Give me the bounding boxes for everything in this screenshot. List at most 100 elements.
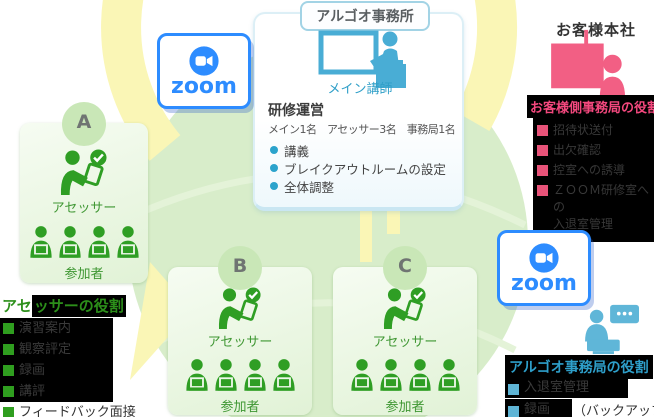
participants-row <box>185 358 296 392</box>
task-item: ブレイクアウトルームの設定 <box>270 159 446 177</box>
highlighted-segment: 入退室管理 <box>505 377 628 398</box>
square-bullet-icon <box>3 386 14 397</box>
main-lecturer-figure: メイン講師 <box>318 30 418 97</box>
highlighted-segment: 録画 <box>505 399 572 417</box>
task-label: 全体調整 <box>284 179 335 195</box>
yellow-connector-bar <box>387 206 400 234</box>
yellow-arrowhead <box>130 262 192 380</box>
role-label-plain: （バックアップ） <box>573 404 654 417</box>
participant-icon <box>214 359 237 391</box>
assessor-icon <box>60 149 107 195</box>
assessor-role-item: 演習案内 <box>0 318 113 339</box>
office-task-list: 講義 ブレイクアウトルームの設定 全体調整 <box>270 141 446 195</box>
role-label: 講評 <box>19 384 46 399</box>
square-bullet-icon <box>537 145 548 156</box>
room-letter-badge: B <box>218 246 262 290</box>
algo-office-roles-heading: アルゴオ事務局の役割 <box>505 355 653 379</box>
participant-icon <box>58 226 81 258</box>
assessor-icon <box>218 287 261 329</box>
algo-role-item: 入退室管理 <box>505 377 628 398</box>
assessor-label: アセッサー <box>372 335 438 350</box>
participant-icon <box>185 359 208 391</box>
algo-role-item: 録画 （バックアップ） <box>505 399 654 417</box>
bullet-dot-icon <box>270 164 278 172</box>
participants-label: 参加者 <box>220 400 260 415</box>
algo-office-title: アルゴオ事務所 <box>316 9 414 25</box>
participant-icon <box>87 226 110 258</box>
role-label: 招待状送付 <box>553 123 614 137</box>
breakout-room-c: C アセッサー 参加者 <box>333 246 477 415</box>
room-letter: A <box>76 111 92 133</box>
room-letter-badge: A <box>62 102 106 146</box>
task-label: ブレイクアウトルームの設定 <box>284 161 446 177</box>
customer-role-item: 控室への誘導 <box>537 162 654 179</box>
role-label: フィードバック面接 <box>19 405 136 417</box>
participants-label: 参加者 <box>64 267 104 282</box>
customer-role-item: ＺＯＯＭ研修室への 入退室管理 <box>537 182 654 233</box>
square-bullet-icon <box>3 323 14 334</box>
assessor-icon <box>383 287 426 329</box>
assessor-label: アセッサー <box>51 201 117 216</box>
zoom-logo-bottom: zoom <box>497 230 591 306</box>
participant-icon <box>408 359 431 391</box>
role-label: ＺＯＯＭ研修室への 入退室管理 <box>553 183 650 231</box>
assessor-role-item: 講評 <box>0 381 113 402</box>
assessor-roles-heading: アセッサーの役割 <box>2 295 126 317</box>
role-label: 録画 <box>524 402 551 417</box>
customer-presentation-icon <box>550 26 634 98</box>
square-bullet-icon <box>537 165 548 176</box>
zoom-camera-icon <box>189 46 219 76</box>
breakout-room-a: A アセッサー 参加者 <box>20 102 148 283</box>
heading-part: アセ <box>2 297 32 315</box>
yellow-cycle-arrow-arc <box>101 0 518 161</box>
participant-icon <box>116 226 139 258</box>
role-label: 観察評定 <box>19 342 72 357</box>
bullet-dot-icon <box>270 146 278 154</box>
main-lecturer-label: メイン講師 <box>327 82 393 97</box>
participants-row <box>350 358 461 392</box>
zoom-wordmark: zoom <box>171 74 237 99</box>
role-label: 入退室管理 <box>524 380 590 395</box>
participant-icon <box>350 359 373 391</box>
heading-part-highlighted: ッサーの役割 <box>31 295 126 317</box>
assessor-role-item: 観察評定 <box>0 339 113 360</box>
customer-role-item: 出欠確認 <box>537 142 654 159</box>
bullet-dot-icon <box>270 182 278 190</box>
algo-office-role-list: 入退室管理 録画 （バックアップ） <box>505 377 654 417</box>
training-management-title: 研修運営 <box>268 103 324 119</box>
square-bullet-icon <box>3 365 14 376</box>
zoom-logo-top: zoom <box>157 33 251 109</box>
task-item: 講義 <box>270 141 446 159</box>
participant-icon <box>29 226 52 258</box>
participants-label: 参加者 <box>385 400 425 415</box>
role-label: 演習案内 <box>19 321 72 336</box>
task-label: 講義 <box>284 143 310 159</box>
square-bullet-icon <box>508 383 519 395</box>
role-label: 録画 <box>19 363 46 378</box>
assessor-role-item: フィードバック面接 <box>0 402 142 417</box>
customer-role-item: 招待状送付 <box>537 122 654 139</box>
square-bullet-icon <box>537 185 548 196</box>
staffing-text: メイン1名 アセッサー3名 事務局1名 <box>268 123 456 136</box>
yellow-connector-bar <box>360 206 372 262</box>
task-item: 全体調整 <box>270 177 446 195</box>
assessor-role-item: 録画 <box>0 360 113 381</box>
participant-icon <box>437 359 460 391</box>
room-letter: C <box>398 255 412 277</box>
customer-company-title: お客様本社 <box>556 21 637 39</box>
room-letter-badge: C <box>383 246 427 290</box>
participants-row <box>29 225 140 259</box>
participant-icon <box>272 359 295 391</box>
square-bullet-icon <box>537 125 548 136</box>
participant-icon <box>379 359 402 391</box>
role-label: 出欠確認 <box>553 143 602 157</box>
assessor-role-list: 演習案内 観察評定 録画 講評 フィードバック面接 <box>0 318 142 417</box>
breakout-room-b: B アセッサー 参加者 <box>168 246 312 415</box>
role-label: 控室への誘導 <box>553 163 626 177</box>
zoom-wordmark: zoom <box>511 271 577 296</box>
square-bullet-icon <box>3 407 14 417</box>
room-letter: B <box>232 255 248 277</box>
assessor-label: アセッサー <box>207 335 273 350</box>
customer-role-heading: お客様側事務局の役割 <box>527 95 654 118</box>
